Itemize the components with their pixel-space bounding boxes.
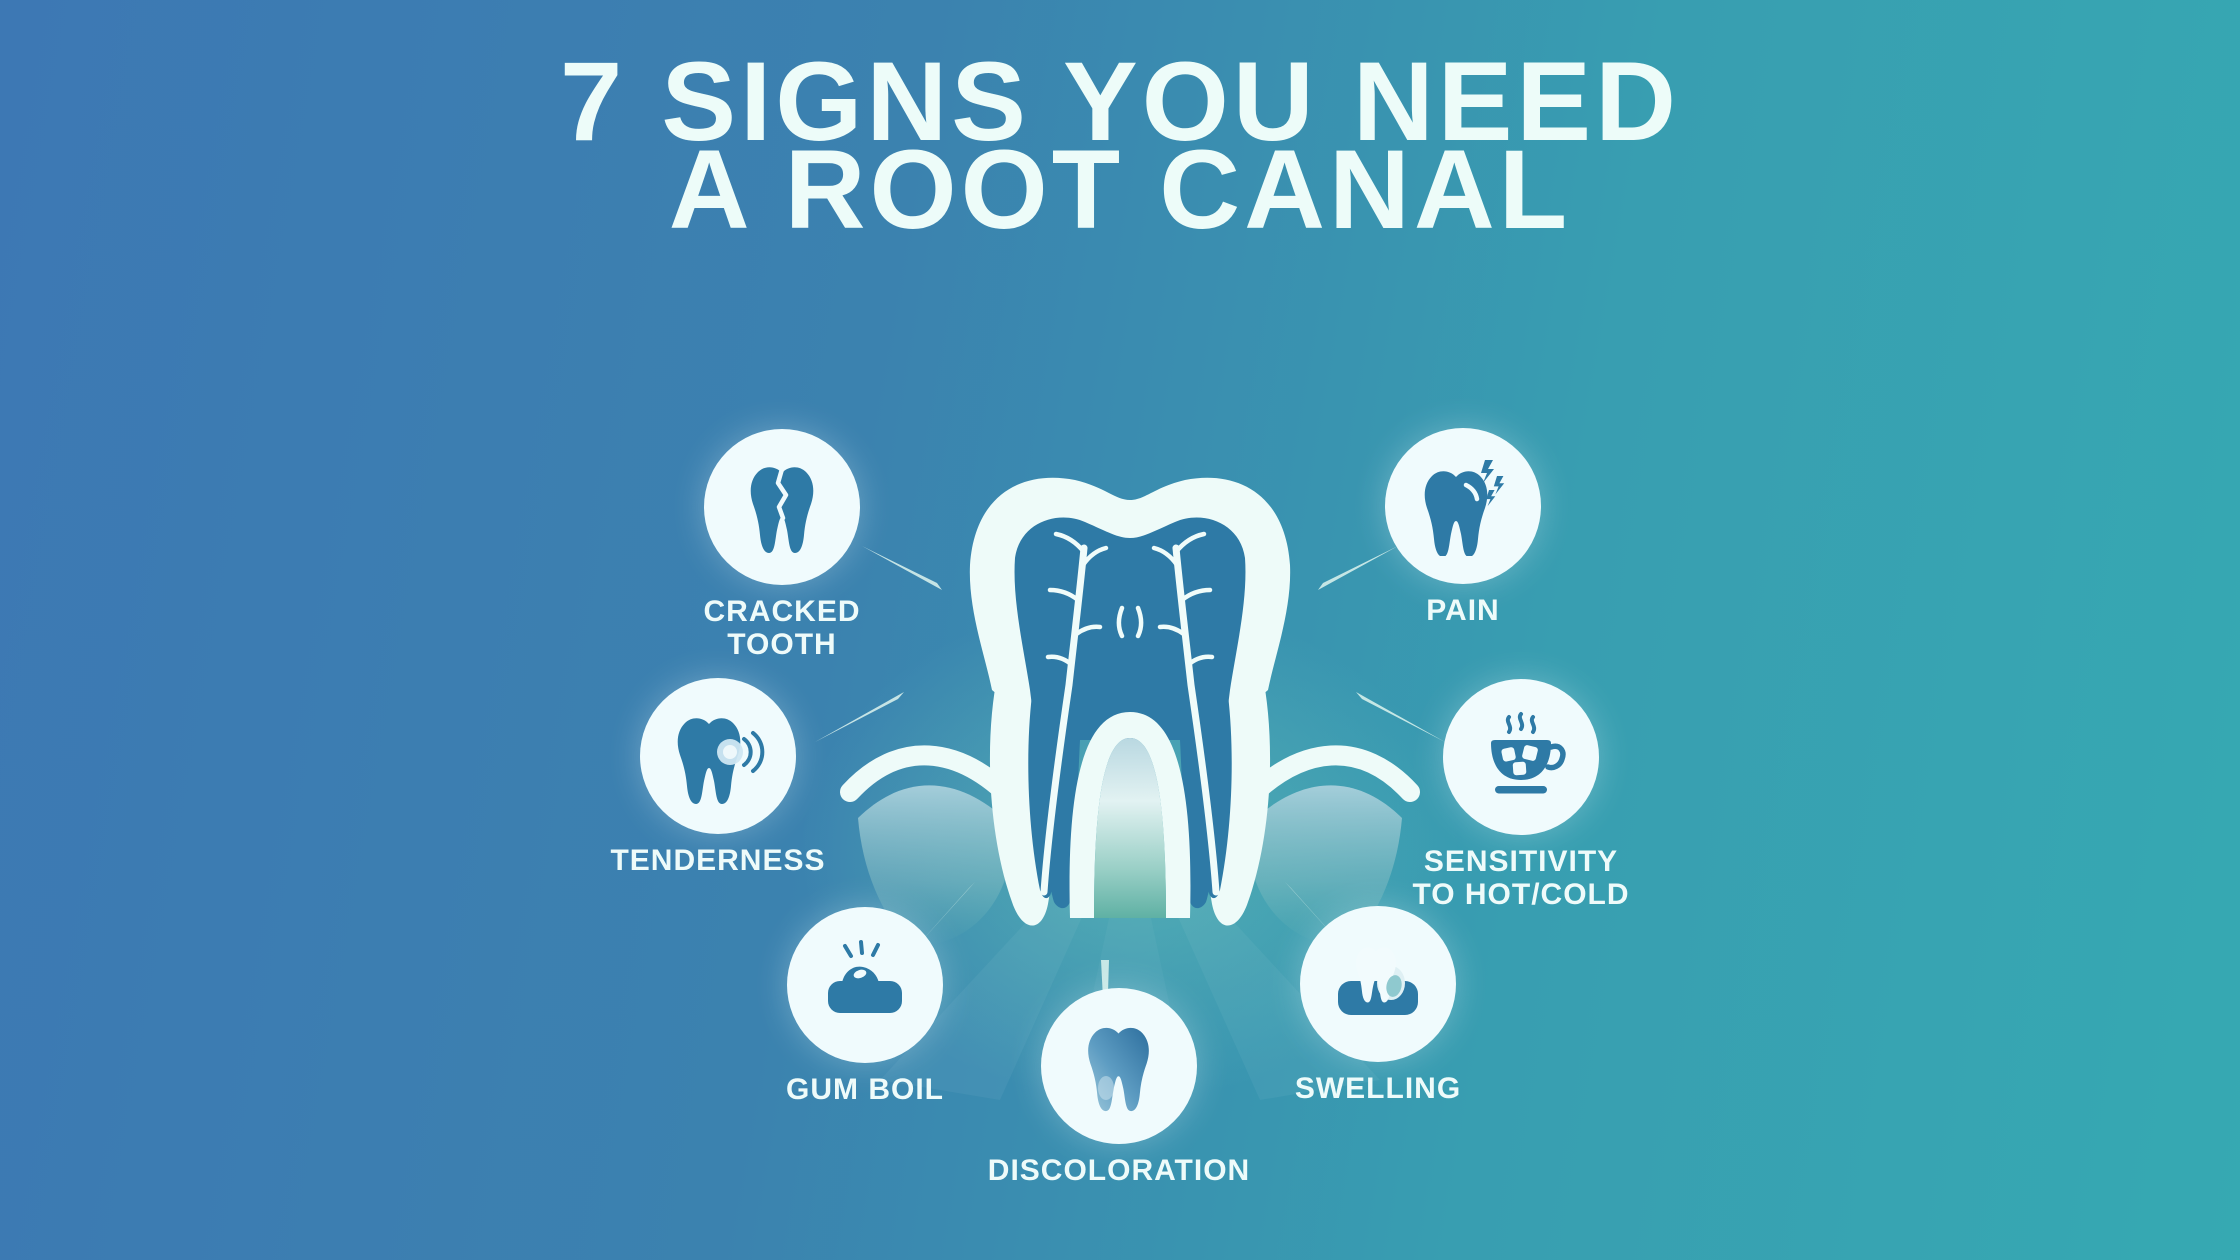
page-title: 7 SIGNS YOU NEED A ROOT CANAL [0,39,2240,252]
sign-label: DISCOLORATION [949,1154,1289,1187]
swollen-gum-icon [1338,947,1418,1015]
sign-circle [787,907,943,1063]
pulp-arch [1069,712,1191,918]
discolored-tooth-icon [1088,1027,1149,1112]
sign-circle [1385,428,1541,584]
sign-label-line: PAIN [1426,594,1500,627]
sign-gum-boil: GUM BOIL [695,907,1035,1106]
sign-label-line: TENDERNESS [610,844,826,877]
sign-circle [1300,906,1456,1062]
nerve-branches [1040,531,1220,896]
sign-label-line: SWELLING [1294,1072,1462,1105]
sign-label-line: DISCOLORATION [987,1154,1251,1187]
sign-label-line: TO HOT/COLD [1412,878,1630,911]
sign-label-line: TOOTH [727,628,837,661]
sign-label: CRACKED TOOTH [612,595,952,661]
sign-label: SENSITIVITY TO HOT/COLD [1351,845,1691,911]
sign-label: SWELLING [1208,1072,1548,1105]
title-line-1: 7 SIGNS YOU NEED [559,39,1680,164]
tooth-pain-icon [1424,460,1505,556]
sign-label-line: GUM BOIL [786,1073,944,1106]
sign-label-line: CRACKED [703,595,861,628]
tooth-tenderness-icon [677,718,765,804]
sign-sensitivity: SENSITIVITY TO HOT/COLD [1351,679,1691,911]
sign-discoloration: DISCOLORATION [949,988,1289,1187]
sign-circle [1443,679,1599,835]
sign-swelling: SWELLING [1208,906,1548,1105]
tooth-cross-section-illustration [800,477,1460,1100]
sign-label: PAIN [1293,594,1633,627]
sign-label-line: SENSITIVITY [1423,845,1619,878]
sign-cracked-tooth: CRACKED TOOTH [612,429,952,661]
sign-circle [704,429,860,585]
sign-tenderness: TENDERNESS [548,678,888,877]
sign-circle [1041,988,1197,1144]
cracked-tooth-icon [750,466,814,553]
gum-boil-icon [828,940,902,1013]
title-line-2: A ROOT CANAL [668,127,1572,252]
sign-circle [640,678,796,834]
hot-cold-cup-icon [1491,712,1566,794]
sign-label: GUM BOIL [695,1073,1035,1106]
sign-label: TENDERNESS [548,844,888,877]
sign-pain: PAIN [1293,428,1633,627]
